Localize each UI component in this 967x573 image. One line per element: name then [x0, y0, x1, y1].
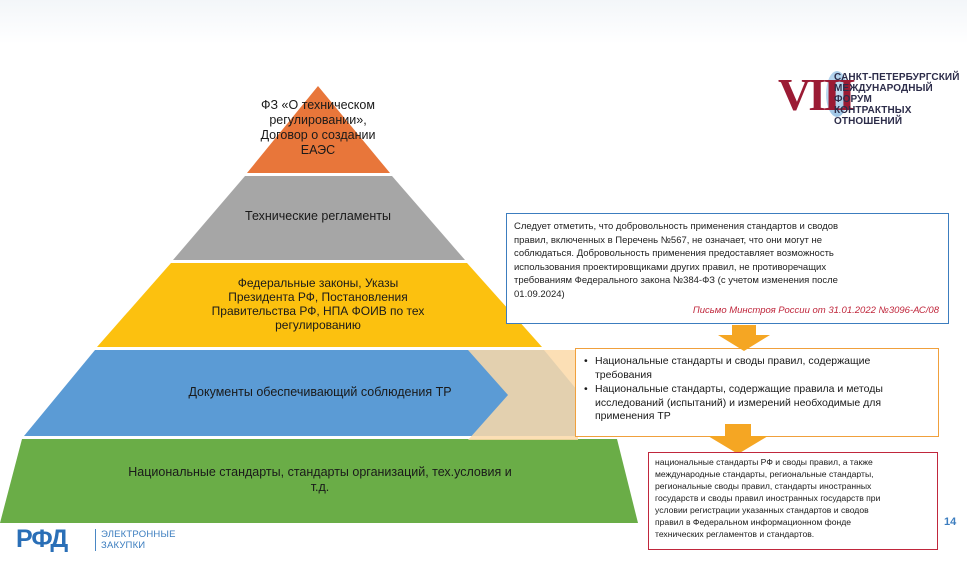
note-source: Письмо Минстроя России от 31.01.2022 №30…	[692, 304, 939, 316]
pyramid-tier-4	[24, 350, 615, 436]
page-number: 14	[944, 516, 957, 528]
pyramid-tier-3	[97, 263, 542, 347]
standards-box: • Национальные стандарты и своды правил,…	[575, 348, 939, 437]
down-arrow-icon	[708, 424, 768, 454]
top-strip	[0, 0, 967, 44]
logo-circle-icon	[826, 71, 848, 117]
pyramid-tier-2	[173, 176, 465, 260]
orange-connector-arrow-icon	[468, 350, 578, 440]
logo-divider	[95, 529, 96, 551]
rad-logo-mark: РФД	[16, 525, 68, 553]
note-box: Следует отметить, что добровольность при…	[506, 213, 949, 324]
standards-item: • Национальные стандарты, содержащие пра…	[584, 383, 883, 422]
standards-item: • Национальные стандарты и своды правил,…	[584, 355, 871, 381]
pyramid-tier-1	[247, 86, 390, 173]
foreign-standards-box: национальные стандарты РФ и своды правил…	[648, 452, 938, 550]
down-arrow-icon	[718, 325, 770, 351]
forum-numeral: VIII	[778, 69, 856, 120]
pyramid-tier-5	[0, 439, 638, 523]
tier-2-label: Технические регламенты	[245, 209, 391, 223]
tier-4-label: Документы обеспечивающий соблюдения ТР	[188, 385, 452, 399]
tier-5-label: Национальные стандарты, стандарты органи…	[128, 465, 512, 494]
